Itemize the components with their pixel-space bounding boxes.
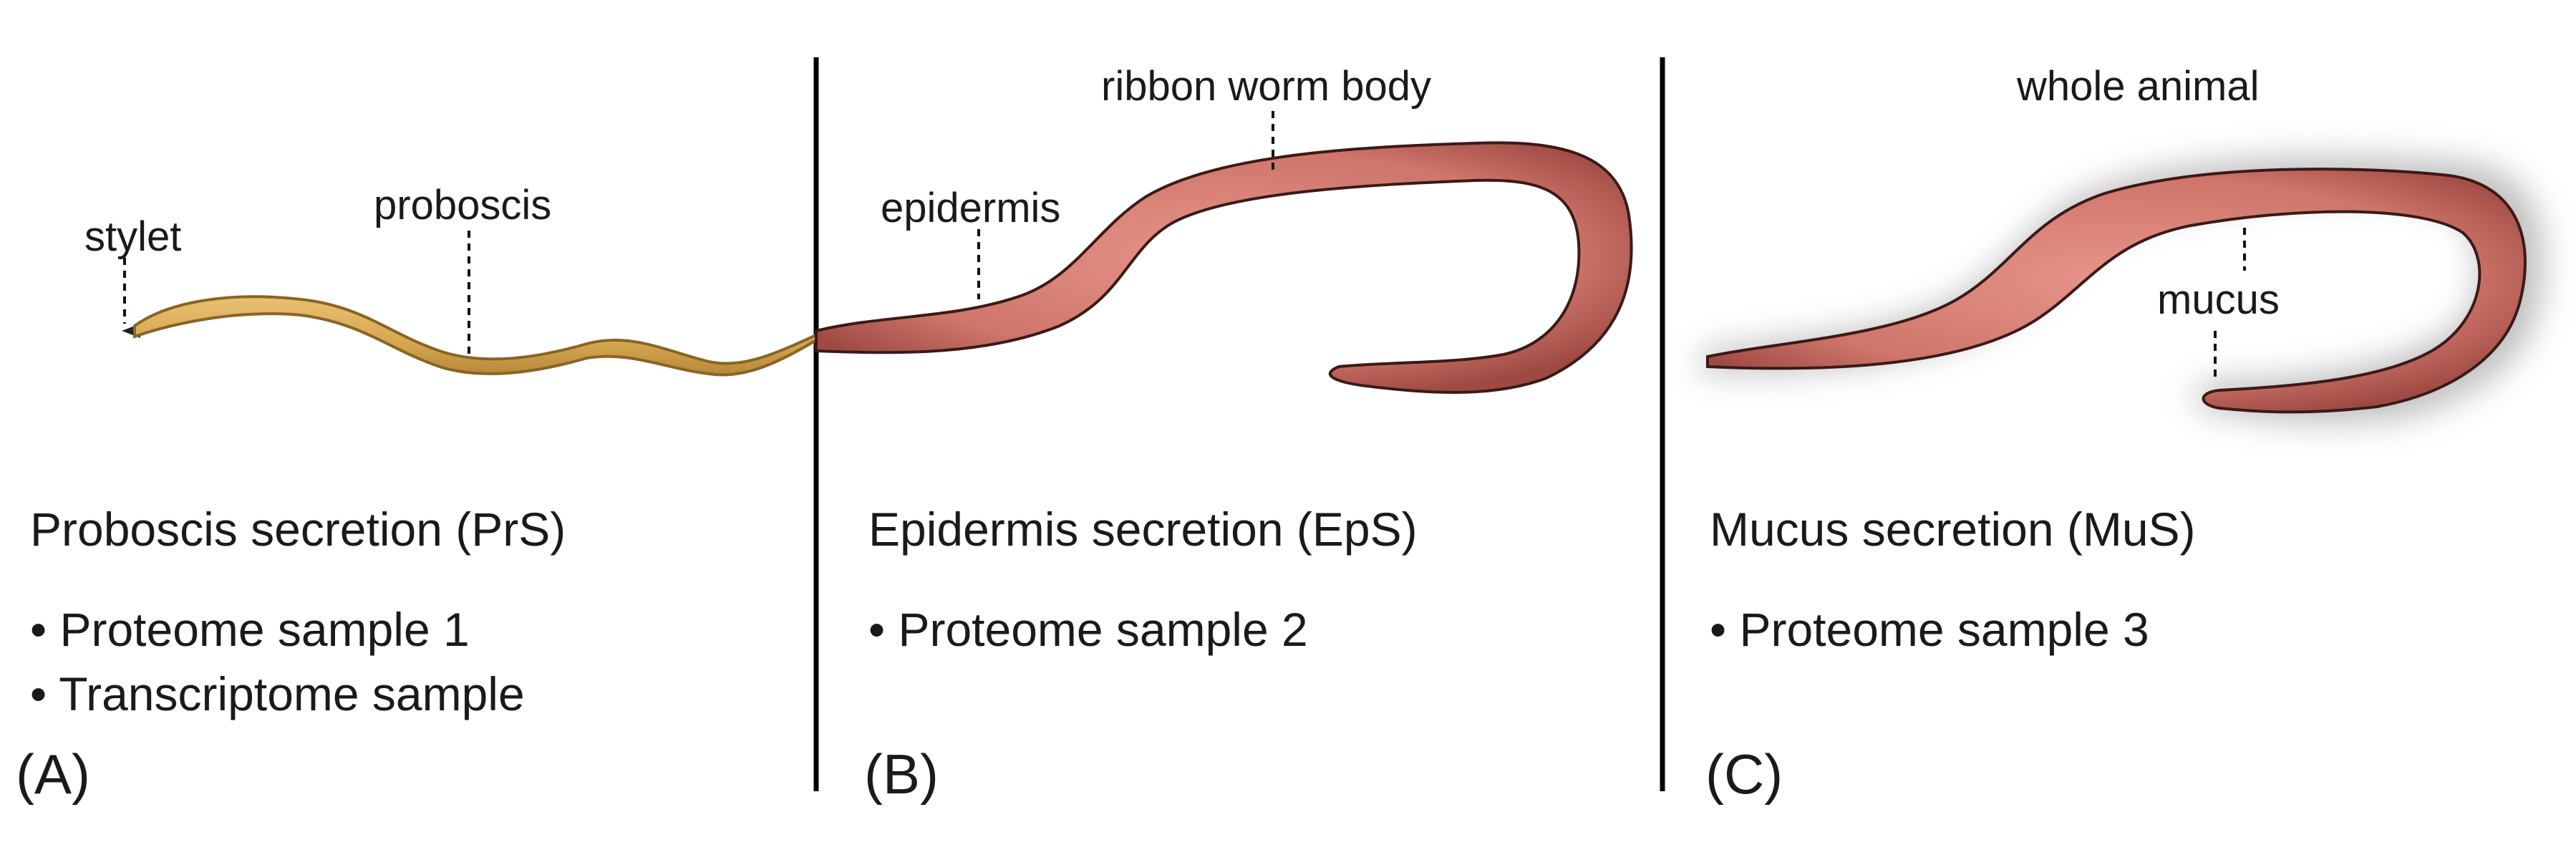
- panel-a-bullet-2: • Transcriptome sample: [30, 667, 525, 720]
- panel-c: whole animal mucus Mucus secretion (MuS)…: [1700, 63, 2544, 806]
- mucus-label: mucus: [2157, 276, 2280, 323]
- panel-b-bullet-1: • Proteome sample 2: [868, 603, 1308, 656]
- ribbon-worm-body-label: ribbon worm body: [1101, 63, 1431, 110]
- panel-b-letter: (B): [864, 743, 939, 806]
- stylet-label: stylet: [84, 213, 181, 260]
- panel-c-bullet-1: • Proteome sample 3: [1710, 603, 2149, 656]
- proboscis-shape: [133, 295, 818, 377]
- panel-b-title: Epidermis secretion (EpS): [868, 503, 1418, 556]
- panel-a: stylet proboscis Proboscis secretion (Pr…: [16, 182, 818, 806]
- panel-a-title: Proboscis secretion (PrS): [30, 503, 566, 556]
- panel-a-bullet-1: • Proteome sample 1: [30, 603, 470, 656]
- panel-b: epidermis ribbon worm body Epidermis sec…: [815, 63, 1633, 806]
- panel-a-letter: (A): [16, 743, 90, 806]
- whole-animal-label: whole animal: [2016, 63, 2260, 110]
- whole-animal-body: [1706, 168, 2527, 414]
- epidermis-label: epidermis: [881, 185, 1060, 231]
- ribbon-worm-body: [815, 141, 1633, 394]
- panel-c-title: Mucus secretion (MuS): [1710, 503, 2196, 556]
- panel-c-letter: (C): [1705, 743, 1783, 806]
- proboscis-label: proboscis: [374, 182, 551, 228]
